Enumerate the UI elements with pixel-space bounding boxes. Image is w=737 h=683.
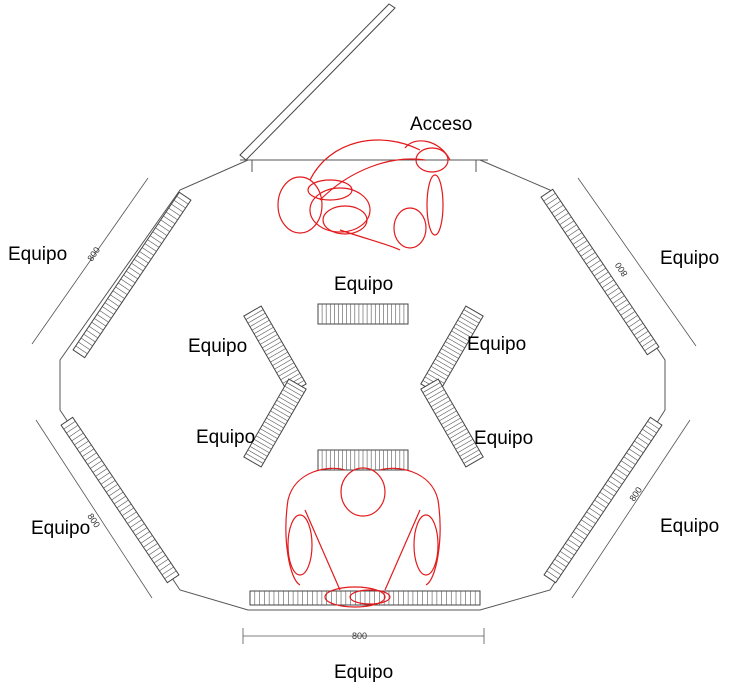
person-figure-bottom: [285, 467, 441, 608]
inner-equipment-racks: [243, 303, 484, 471]
dimension-label-bottom: 800: [352, 631, 367, 641]
rack-outer-top-left: [72, 191, 192, 359]
equipment-label-top-right: Equipo: [660, 248, 719, 269]
rack-hex-top: [317, 303, 409, 325]
equipment-label-hex-lower-right: Equipo: [474, 428, 533, 449]
access-door: [239, 3, 488, 172]
equipment-label-bottom: Equipo: [334, 662, 393, 683]
dimension-label-bottom-right: 800: [627, 485, 644, 503]
equipment-label-bottom-right: Equipo: [660, 516, 719, 537]
dimension-label-top-right: 800: [613, 260, 630, 278]
person-figure-top: [277, 139, 451, 251]
equipment-label-bottom-left: Equipo: [31, 518, 90, 539]
access-label: Acceso: [410, 114, 472, 135]
equipment-label-center-top: Equipo: [334, 274, 393, 295]
rack-hex-lower-right: [420, 378, 484, 468]
equipment-label-hex-lower-left: Equipo: [196, 427, 255, 448]
dimension-lines: [31, 177, 697, 644]
rack-outer-top-right: [540, 188, 660, 356]
rack-outer-bottom: [249, 590, 481, 606]
rack-hex-lower-left: [243, 378, 307, 468]
equipment-label-hex-upper-right: Equipo: [467, 334, 526, 355]
outer-equipment-racks: [60, 188, 663, 606]
equipment-label-top-left: Equipo: [8, 244, 67, 265]
rack-hex-upper-left: [243, 305, 307, 395]
equipment-label-hex-upper-left: Equipo: [188, 336, 247, 357]
rack-hex-bottom: [317, 449, 409, 471]
rack-outer-bottom-left: [60, 416, 180, 584]
rack-outer-bottom-right: [543, 416, 663, 584]
